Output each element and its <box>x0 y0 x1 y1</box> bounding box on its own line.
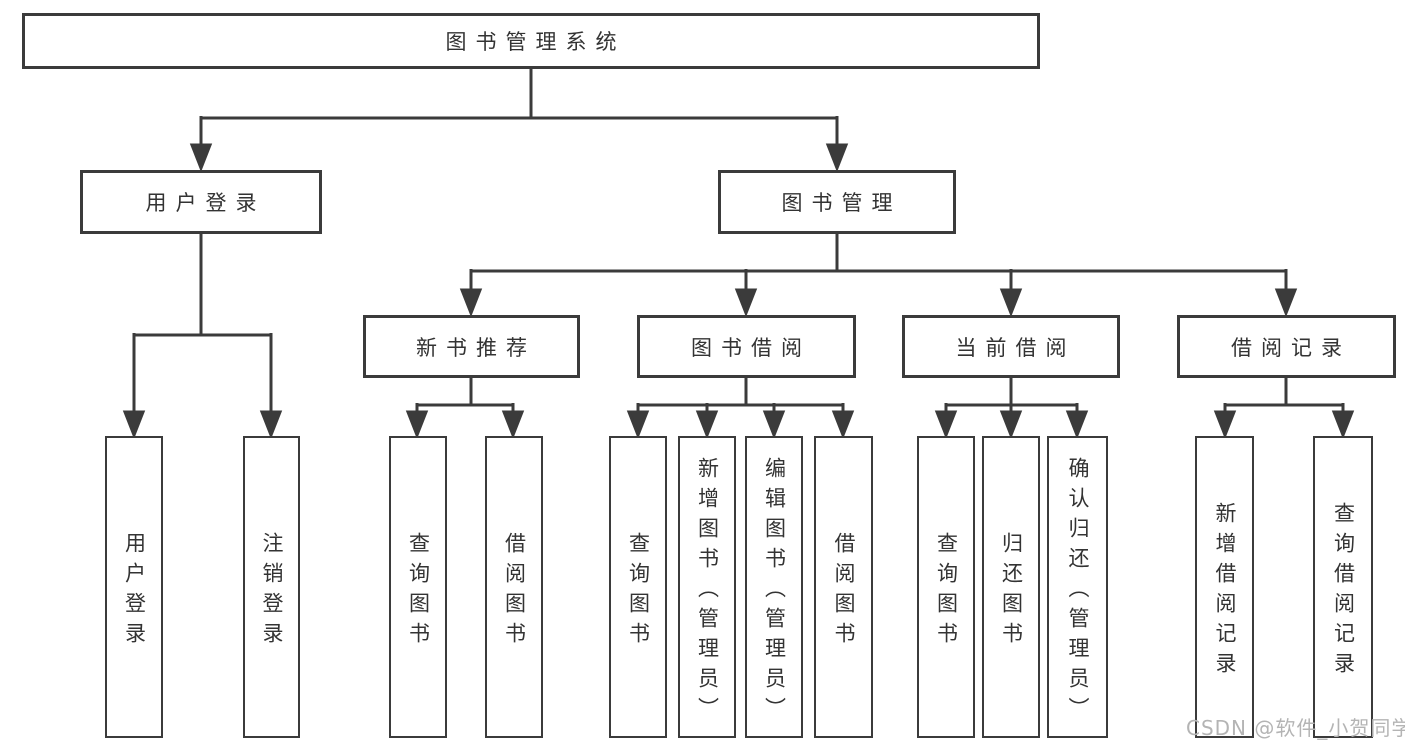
leaf-query-borrow-record: 查询借阅记录 <box>1313 436 1373 738</box>
arrowhead-down-icon <box>999 288 1023 318</box>
arrowhead-down-icon <box>189 143 213 173</box>
leaf-add-borrow-record-label: 新增借阅记录 <box>1213 501 1237 682</box>
node-root: 图书管理系统 <box>22 13 1040 69</box>
arrowhead-down-icon <box>1213 410 1237 440</box>
arrowhead-down-icon <box>825 143 849 173</box>
node-borrow-records: 借阅记录 <box>1177 315 1396 378</box>
leaf-logout-login: 注销登录 <box>243 436 300 738</box>
leaf-borrow-books-1-label: 借阅图书 <box>502 531 527 652</box>
arrowhead-down-icon <box>459 288 483 318</box>
node-book-management-label: 图书管理 <box>781 191 902 215</box>
leaf-logout-login-label: 注销登录 <box>260 531 284 652</box>
leaf-add-book-admin: 新增图书（管理员） <box>678 436 736 738</box>
arrowhead-down-icon <box>122 410 146 440</box>
leaf-borrow-books-2: 借阅图书 <box>814 436 873 738</box>
leaf-return-book: 归还图书 <box>982 436 1040 738</box>
arrowhead-down-icon <box>999 410 1023 440</box>
leaf-query-books-3-label: 查询图书 <box>934 531 959 652</box>
node-new-book-recommend-label: 新书推荐 <box>416 335 536 360</box>
leaf-edit-book-admin-label: 编辑图书（管理员） <box>762 456 787 727</box>
arrowhead-down-icon <box>501 410 525 440</box>
node-user-login: 用户登录 <box>80 170 322 234</box>
leaf-borrow-books-1: 借阅图书 <box>485 436 543 738</box>
leaf-confirm-return-admin-label: 确认归还（管理员） <box>1066 456 1090 727</box>
node-root-label: 图书管理系统 <box>445 30 626 54</box>
leaf-return-book-label: 归还图书 <box>999 531 1024 652</box>
node-new-book-recommend: 新书推荐 <box>363 315 580 378</box>
leaf-add-book-admin-label: 新增图书（管理员） <box>695 456 720 727</box>
leaf-user-login-label: 用户登录 <box>122 531 147 652</box>
node-current-borrow-label: 当前借阅 <box>955 335 1076 360</box>
node-user-login-label: 用户登录 <box>145 191 266 215</box>
leaf-edit-book-admin: 编辑图书（管理员） <box>745 436 803 738</box>
arrowhead-down-icon <box>695 410 719 440</box>
arrowhead-down-icon <box>259 410 283 440</box>
arrowhead-down-icon <box>734 288 758 318</box>
node-book-borrow: 图书借阅 <box>637 315 856 378</box>
leaf-confirm-return-admin: 确认归还（管理员） <box>1047 436 1108 738</box>
leaf-query-books-1: 查询图书 <box>389 436 447 738</box>
leaf-query-books-2: 查询图书 <box>609 436 667 738</box>
leaf-user-login: 用户登录 <box>105 436 163 738</box>
arrowhead-down-icon <box>1331 410 1355 440</box>
arrowhead-down-icon <box>831 410 855 440</box>
arrowhead-down-icon <box>1065 410 1089 440</box>
arrowhead-down-icon <box>762 410 786 440</box>
node-book-management: 图书管理 <box>718 170 956 234</box>
arrowhead-down-icon <box>1274 288 1298 318</box>
arrowhead-down-icon <box>405 410 429 440</box>
arrowhead-down-icon <box>934 410 958 440</box>
arrowhead-down-icon <box>626 410 650 440</box>
node-borrow-records-label: 借阅记录 <box>1231 335 1351 360</box>
csdn-watermark: CSDN @软件_小贺同学 <box>1186 716 1405 740</box>
leaf-borrow-books-2-label: 借阅图书 <box>832 531 856 652</box>
leaf-query-books-1-label: 查询图书 <box>406 531 431 652</box>
leaf-add-borrow-record: 新增借阅记录 <box>1195 436 1254 738</box>
node-current-borrow: 当前借阅 <box>902 315 1120 378</box>
leaf-query-books-3: 查询图书 <box>917 436 975 738</box>
leaf-query-borrow-record-label: 查询借阅记录 <box>1331 501 1356 682</box>
node-book-borrow-label: 图书借阅 <box>691 335 811 360</box>
leaf-query-books-2-label: 查询图书 <box>626 531 651 652</box>
